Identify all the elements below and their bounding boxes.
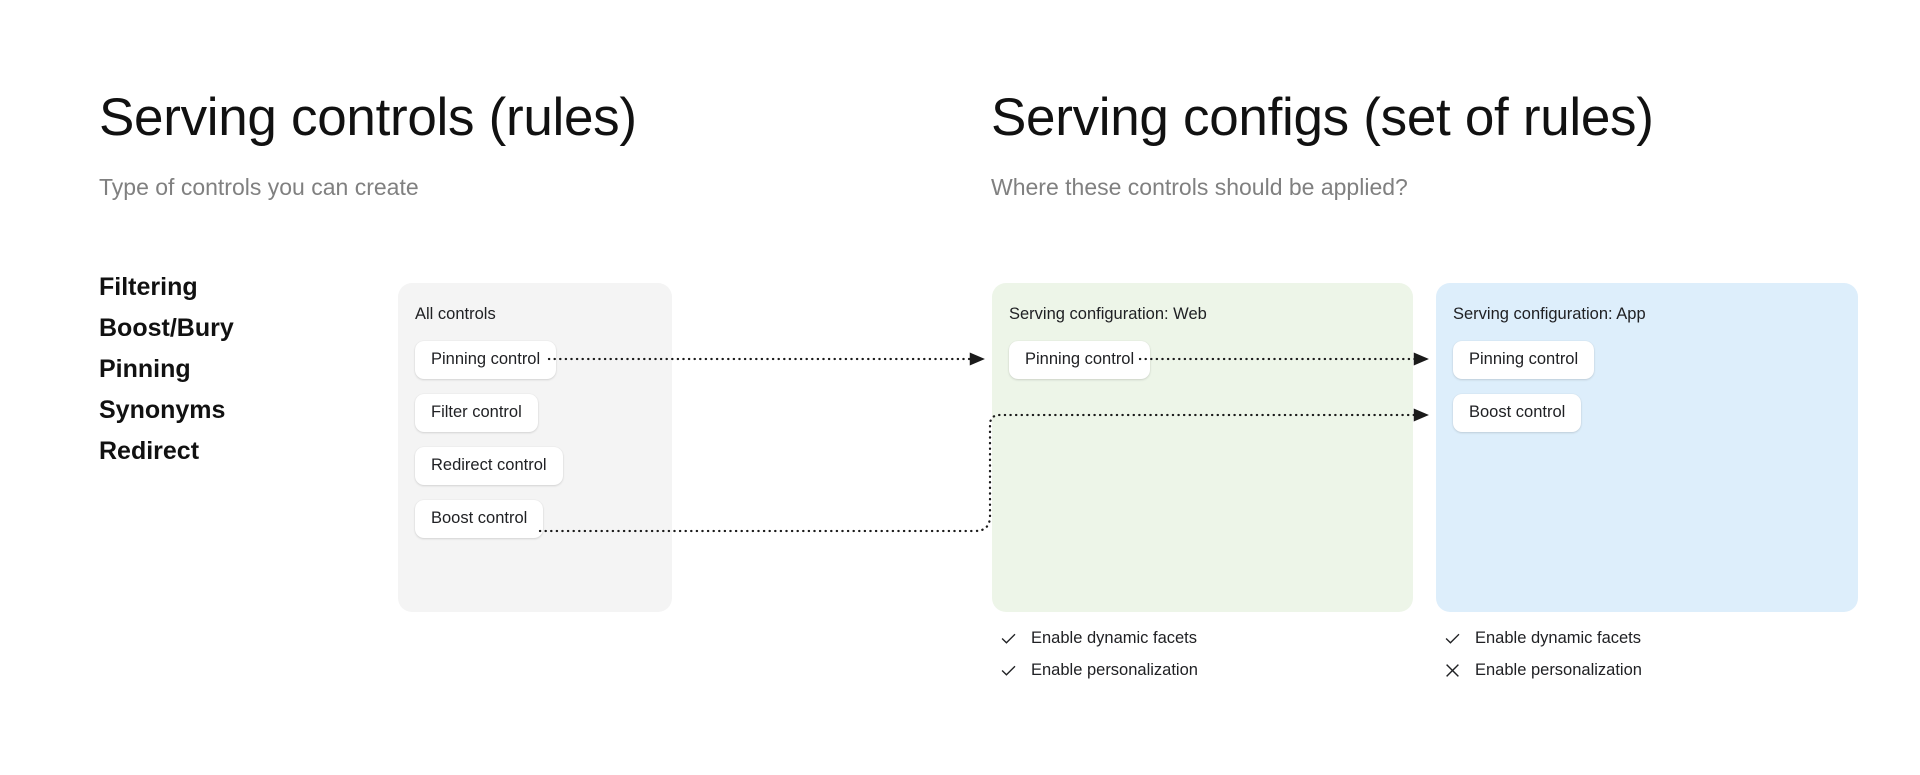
panel-serving-configuration-web: Serving configuration: Web Pinning contr… [992,283,1413,612]
feature-label: Enable dynamic facets [1475,629,1642,648]
chip-filter-control[interactable]: Filter control [415,393,538,432]
chip-boost-control[interactable]: Boost control [415,499,544,538]
feature-list-web: Enable dynamic facets Enable personaliza… [999,627,1198,682]
list-item: Boost/Bury [99,314,234,342]
feature-row-dynamic-facets: Enable dynamic facets [1443,627,1642,650]
feature-list-app: Enable dynamic facets Enable personaliza… [1443,627,1642,682]
feature-row-personalization: Enable personalization [999,659,1198,682]
chip-stack-all-controls: Pinning control Filter control Redirect … [415,341,563,538]
chip-stack-config-app: Pinning control Boost control [1453,341,1595,432]
panel-serving-configuration-app: Serving configuration: App Pinning contr… [1436,283,1858,612]
chip-boost-control[interactable]: Boost control [1453,393,1582,432]
feature-label: Enable personalization [1475,661,1642,680]
check-icon [1001,665,1016,676]
list-item: Redirect [99,437,200,465]
panel-label: All controls [415,305,496,323]
chip-redirect-control[interactable]: Redirect control [415,446,563,485]
chip-pinning-control[interactable]: Pinning control [1453,341,1595,379]
close-icon [1446,664,1459,677]
chip-pinning-control[interactable]: Pinning control [415,341,557,379]
page-title-left: Serving controls (rules) [99,88,637,147]
control-type-list: Filtering Boost/Bury Pinning Synonyms Re… [99,267,234,472]
panel-label: Serving configuration: App [1453,305,1646,323]
list-item: Synonyms [99,396,226,424]
chip-stack-config-web: Pinning control [1009,341,1151,379]
page-subtitle-left: Type of controls you can create [99,174,419,200]
chip-pinning-control[interactable]: Pinning control [1009,341,1151,379]
list-item: Filtering [99,273,198,301]
feature-label: Enable dynamic facets [1031,629,1198,648]
list-item: Pinning [99,355,191,383]
check-icon [1445,633,1460,644]
feature-row-personalization: Enable personalization [1443,659,1642,682]
feature-row-dynamic-facets: Enable dynamic facets [999,627,1198,650]
feature-label: Enable personalization [1031,661,1198,680]
panel-label: Serving configuration: Web [1009,305,1207,323]
check-icon [1001,633,1016,644]
panel-all-controls: All controls Pinning control Filter cont… [398,283,672,612]
page-title-right: Serving configs (set of rules) [991,88,1654,147]
page-subtitle-right: Where these controls should be applied? [991,174,1408,200]
